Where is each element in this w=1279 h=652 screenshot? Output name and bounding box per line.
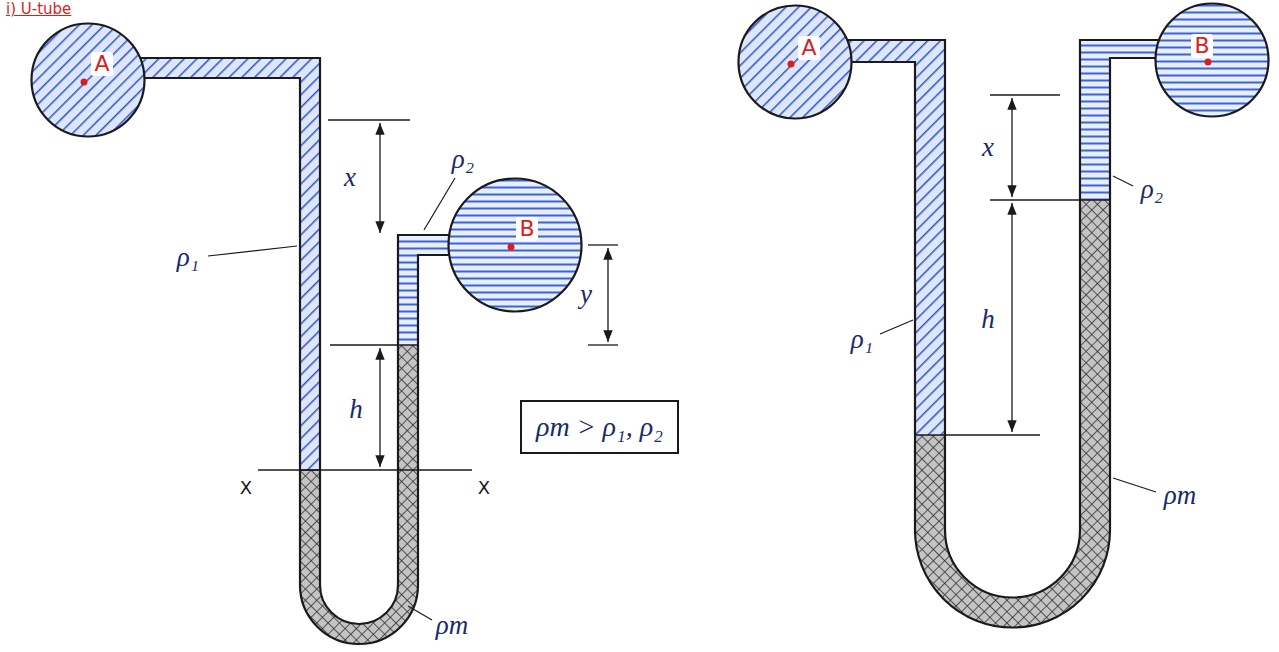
extension-line bbox=[330, 344, 398, 345]
datum-label: X bbox=[240, 478, 252, 498]
pipe-circle bbox=[32, 24, 145, 137]
dimension-label: h bbox=[981, 305, 995, 335]
point-label: B bbox=[516, 217, 537, 241]
pipe-outline bbox=[30, 22, 146, 138]
pipe-section: A bbox=[30, 22, 146, 138]
datum-line bbox=[258, 469, 472, 470]
fluid-label: ρ₂ bbox=[1141, 175, 1163, 205]
fluid-label: ρm bbox=[1164, 481, 1196, 511]
condition-text: ρm > ρ₁, ρ₂ bbox=[536, 410, 663, 444]
centre-dot bbox=[508, 244, 515, 251]
fluid-label: ρ₁ bbox=[851, 325, 873, 355]
pipe-outline bbox=[447, 177, 583, 313]
leader-line bbox=[424, 178, 455, 230]
point-label: B bbox=[1191, 34, 1212, 58]
leader-line bbox=[1113, 176, 1133, 186]
pipe-circle bbox=[739, 6, 852, 119]
tube-wall bbox=[842, 40, 1158, 598]
interface-line bbox=[915, 434, 945, 436]
fluid-rho2 bbox=[398, 235, 455, 345]
pipe-outline bbox=[1154, 2, 1270, 118]
centre-dot bbox=[1205, 59, 1212, 66]
leader-line bbox=[1113, 478, 1156, 492]
dimension-label: h bbox=[349, 395, 363, 425]
pipe-section: B bbox=[447, 177, 583, 313]
note-box: ρm > ρ₁, ρ₂ bbox=[520, 400, 679, 454]
pipe-section: B bbox=[1154, 2, 1270, 118]
dimension-arrow bbox=[379, 123, 380, 233]
leader-line bbox=[880, 320, 913, 334]
extension-line bbox=[328, 119, 410, 120]
tube-wall bbox=[842, 58, 1158, 628]
dimension-arrow bbox=[379, 348, 380, 467]
extension-line bbox=[990, 199, 1080, 200]
extension-line bbox=[588, 344, 618, 345]
right-manometer bbox=[840, 40, 1160, 628]
point-label: A bbox=[91, 52, 112, 76]
centre-dot bbox=[81, 79, 88, 86]
point-label: A bbox=[798, 36, 819, 60]
fluid-label: ρ₂ bbox=[452, 145, 474, 175]
dimension-label: x bbox=[982, 133, 994, 163]
left-manometer bbox=[135, 58, 618, 644]
fluid-rho1 bbox=[840, 40, 945, 435]
section-heading: i) U-tube bbox=[6, 0, 71, 18]
extension-line bbox=[588, 244, 618, 245]
fluid-label: ρm bbox=[436, 611, 468, 641]
extension-line bbox=[990, 94, 1060, 95]
dimension-arrow bbox=[607, 248, 608, 342]
fluid-rho1 bbox=[135, 58, 320, 470]
dimension-label: x bbox=[344, 163, 356, 193]
dimension-label: y bbox=[580, 280, 592, 310]
pipe-circle bbox=[1156, 4, 1269, 117]
leader-line bbox=[208, 246, 297, 256]
interface-line bbox=[1080, 199, 1110, 201]
pipe-section: A bbox=[737, 4, 853, 120]
leader-line bbox=[408, 606, 432, 620]
interface-line bbox=[398, 344, 418, 346]
tube-wall bbox=[138, 78, 452, 644]
fluid-label: ρ₁ bbox=[177, 243, 199, 273]
dimension-arrow bbox=[1011, 203, 1012, 432]
pipe-circle bbox=[449, 179, 582, 312]
tube-wall bbox=[138, 58, 452, 624]
centre-dot bbox=[788, 61, 795, 68]
manometric-fluid bbox=[300, 345, 418, 644]
pipe-outline bbox=[737, 4, 853, 120]
datum-label: X bbox=[478, 478, 490, 498]
dimension-arrow bbox=[1011, 98, 1012, 197]
extension-line bbox=[945, 434, 1040, 435]
